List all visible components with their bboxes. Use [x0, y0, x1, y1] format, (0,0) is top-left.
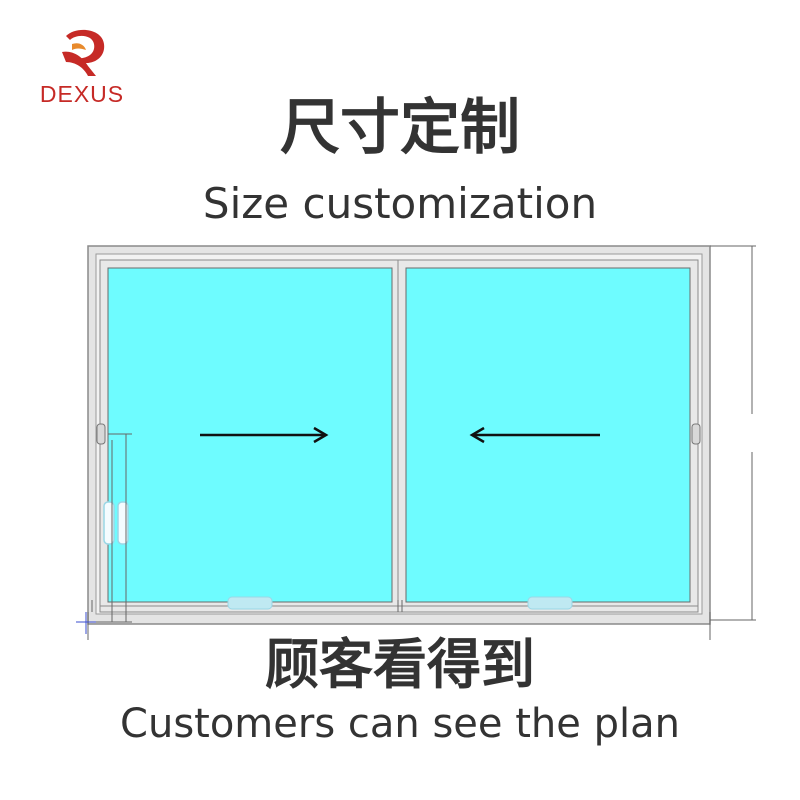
page-title-en: Size customization [202, 179, 598, 228]
logo-text: DEXUS [39, 81, 125, 107]
page-title-cn: 尺寸定制 [280, 93, 520, 163]
right-latch-icon [691, 423, 701, 445]
dimension-lines [87, 245, 756, 640]
roller-left-icon [227, 596, 273, 610]
right-arrow-icon [200, 426, 329, 444]
roller-right-icon [527, 596, 573, 610]
dexus-logo-icon [62, 29, 105, 76]
brand-logo: DEXUS [30, 22, 134, 108]
left-latch-icon [96, 423, 106, 445]
caption-en: Customers can see the plan [120, 701, 680, 747]
caption-cn: 顾客看得到 [265, 633, 535, 696]
left-arrow-icon [469, 426, 600, 444]
